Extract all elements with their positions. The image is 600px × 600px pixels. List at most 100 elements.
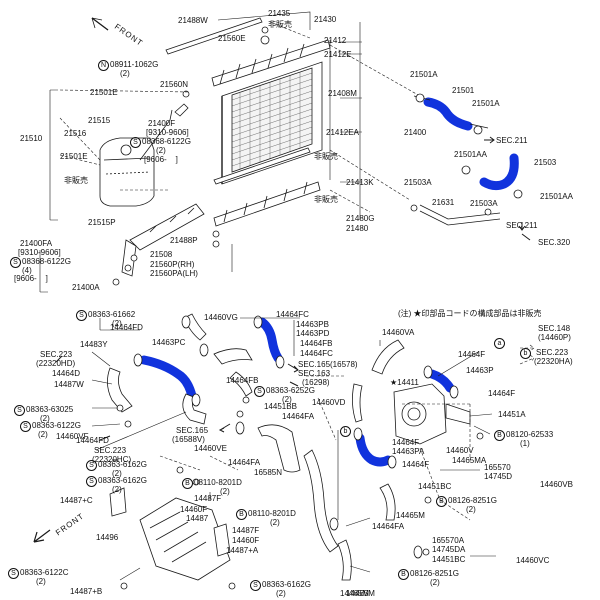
part-21510: 21510 [20,134,43,143]
footnote-not-sold: (注) ★印部品コードの構成部品は非販売 [398,309,542,318]
part-21501A-left: 21501A [410,70,438,79]
part-14464F-low: 14464F [392,438,420,447]
part-21400A: 21400A [72,283,100,292]
seal-strip-top [165,17,263,55]
part-21508: 21508 [150,250,173,259]
intercooler-pipes [107,313,405,581]
part-21412E: 21412E [324,50,352,59]
part-14464FA-low: 14464FA [372,522,405,531]
qty-08363-a: (2) [112,319,122,328]
part-14464D: 14464D [52,369,81,378]
date-range-9310-9606-a: [9310-9606] [146,128,189,137]
section-ref-163-code: (16298) [302,378,330,387]
qty-08110-a: (2) [220,487,230,496]
radiator-core [221,61,323,185]
date-range-9606-b: [9606- ] [14,274,48,283]
part-21501A-right: 21501A [472,99,500,108]
s-mark-icon: S [86,476,97,487]
section-ref-165: SEC.165 [176,426,209,435]
part-21430: 21430 [314,15,337,24]
bypass-hose [410,204,501,226]
lower-radiator-hose [461,153,523,199]
section-ref-165-code: (16588V) [172,435,205,444]
qty-08120: (1) [520,439,530,448]
part-14460F-mid: 14460F [232,536,260,545]
circle-a-mark-icon: a [494,338,506,349]
part-14465MA: 14465MA [452,456,487,465]
part-14463PD: 14463PD [296,329,330,338]
part-21413K: 21413K [346,178,374,187]
part-14460F-top: 14460F [180,505,208,514]
qty-08126-a: (2) [466,505,476,514]
section-ref-211-a: SEC.211 [496,136,528,145]
part-14745DA: 14745DA [432,545,466,554]
intercooler-bracket [109,487,231,581]
s-mark-icon: S [254,386,265,397]
part-14464F-mid: 14464F [488,389,516,398]
part-165570: 165570 [484,463,511,472]
part-16585N: 16585N [254,468,283,477]
qty-08911: (2) [120,69,130,78]
part-14460VA: 14460VA [382,328,415,337]
section-ref-148: SEC.148 [538,324,571,333]
section-ref-163: SEC.163 [298,369,331,378]
part-14464F-low2: 14464F [402,460,430,469]
part-21501AA-bottom: 21501AA [540,192,573,201]
part-14483Y: 14483Y [80,340,108,349]
date-range-9310-9606-b: [9310-9606] [18,248,61,257]
part-14460V: 14460V [446,446,474,455]
part-14451BB: 14451BB [264,402,297,411]
part-21435: 21435 [268,9,291,18]
part-21560E: 21560E [218,34,246,43]
part-21400F: 21400F [148,119,176,128]
qty-08363-g: (2) [36,577,46,586]
part-14451A: 14451A [498,410,526,419]
part-14460VB: 14460VB [540,480,573,489]
intake-hose-left [139,355,197,401]
part-14464FB-mid: 14464FB [226,376,259,385]
section-ref-148-code: (14460P) [538,333,571,342]
part-21503A-right: 21503A [470,199,498,208]
part-21400FA: 21400FA [20,239,53,248]
part-14487: 14487 [186,514,209,523]
b-mark-icon: B [494,430,505,441]
part-14464FD-top: 14464FD [110,323,143,332]
part-21515: 21515 [88,116,111,125]
part-21503: 21503 [534,158,557,167]
radiator-top-tank [211,26,331,87]
part-21501E-top: 21501E [90,88,118,97]
not-sold-label: 非販売 [268,20,292,29]
part-21501E-bottom: 21501E [60,152,88,161]
section-ref-320: SEC.320 [538,238,571,247]
date-range-9606-a: [9606- ] [144,155,178,164]
section-ref-211-b: SEC.211 [506,221,538,230]
part-14496: 14496 [96,533,119,542]
part-21560P-rh: 21560P(RH) [150,260,195,269]
part-14460VC: 14460VC [516,556,550,565]
part-21412EA: 21412EA [326,128,359,137]
section-ref-223-c: SEC.223 [536,348,569,357]
part-14487A: 14487+A [226,546,259,555]
part-21631: 21631 [432,198,455,207]
hose-clamps [116,315,484,590]
not-sold-label-4: 非販売 [314,195,338,204]
part-14460VF: 14460VF [56,432,89,441]
part-14464FD-mid: 14464FD [76,436,109,445]
part-14463PA: 14463PA [392,447,425,456]
part-14463P: 14463P [466,366,494,375]
s-mark-icon: S [20,421,31,432]
qty-08363-e: (2) [112,469,122,478]
part-14463PB: 14463PB [296,320,329,329]
